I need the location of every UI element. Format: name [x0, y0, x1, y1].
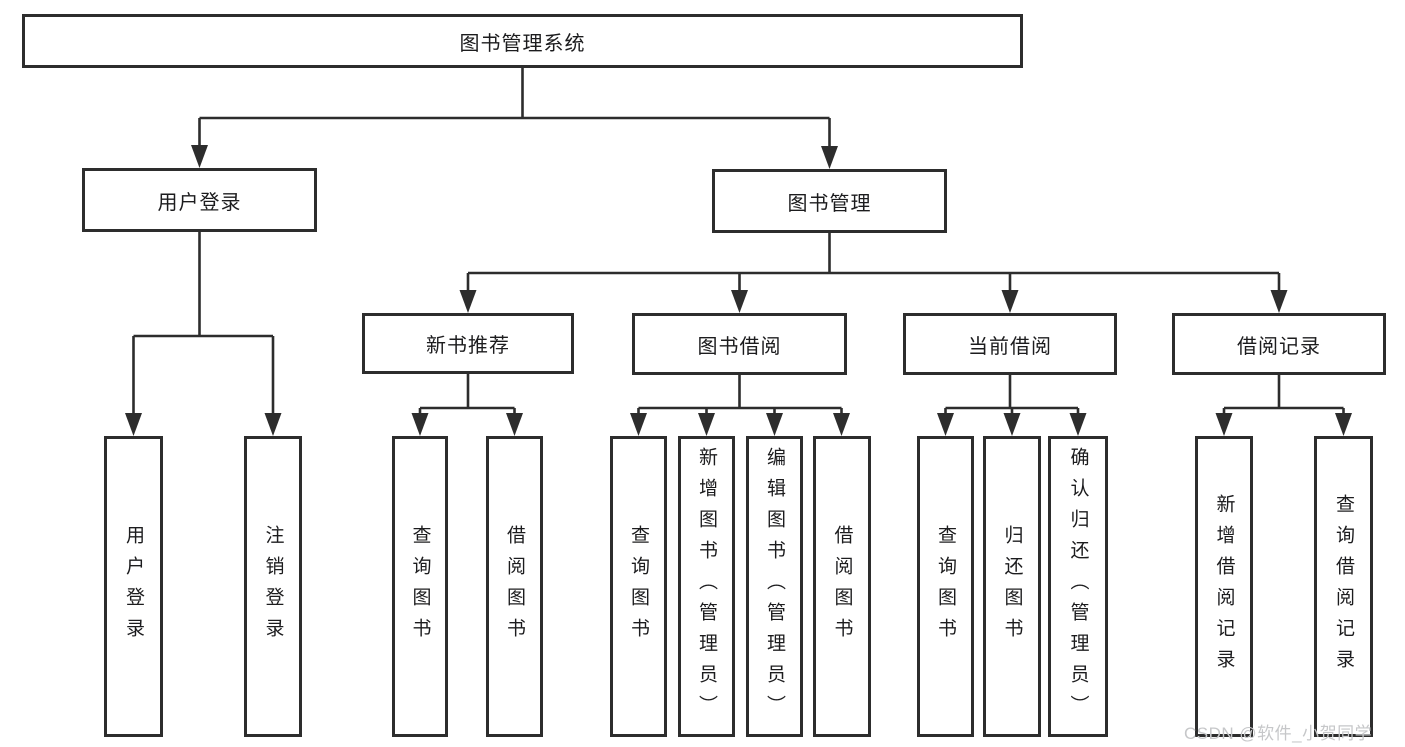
node-borrow-records-label: 借阅记录 — [1237, 335, 1321, 358]
node-current-borrowing-label: 当前借阅 — [968, 335, 1052, 358]
node-query-books-borrowing: 查询图书 — [610, 436, 667, 737]
node-borrow-books-borrowing-label: 借阅图书 — [831, 524, 853, 649]
node-borrow-books-borrowing: 借阅图书 — [813, 436, 871, 737]
node-library-system-label: 图书管理系统 — [459, 32, 586, 55]
node-query-books-recommend-label: 查询图书 — [409, 524, 431, 649]
node-book-management: 图书管理 — [712, 169, 947, 233]
node-confirm-return-admin: 确认归还（管理员） — [1048, 436, 1108, 737]
node-query-borrow-record-label: 查询借阅记录 — [1333, 493, 1354, 680]
node-query-books-borrowing-label: 查询图书 — [628, 524, 649, 649]
node-return-book-label: 归还图书 — [1001, 524, 1023, 649]
node-add-book-admin-label: 新增图书（管理员） — [696, 447, 717, 726]
node-current-borrowing: 当前借阅 — [903, 313, 1117, 375]
node-logout-action: 注销登录 — [244, 436, 302, 737]
node-add-book-admin: 新增图书（管理员） — [678, 436, 735, 737]
node-user-login-action: 用户登录 — [104, 436, 163, 737]
node-edit-book-admin: 编辑图书（管理员） — [746, 436, 803, 737]
node-book-borrowing: 图书借阅 — [632, 313, 847, 375]
node-user-login-action-label: 用户登录 — [123, 524, 144, 649]
node-add-borrow-record-label: 新增借阅记录 — [1213, 493, 1235, 680]
node-add-borrow-record: 新增借阅记录 — [1195, 436, 1253, 737]
node-query-books-current: 查询图书 — [917, 436, 974, 737]
node-query-borrow-record: 查询借阅记录 — [1314, 436, 1373, 737]
node-user-login: 用户登录 — [82, 168, 317, 232]
watermark-text: CSDN @软件_小贺同学 — [1184, 724, 1373, 743]
node-confirm-return-admin-label: 确认归还（管理员） — [1067, 447, 1089, 726]
node-query-books-recommend: 查询图书 — [392, 436, 448, 737]
node-book-management-label: 图书管理 — [787, 192, 872, 215]
node-borrow-records: 借阅记录 — [1172, 313, 1386, 375]
node-book-borrowing-label: 图书借阅 — [697, 335, 782, 358]
node-new-book-recommend-label: 新书推荐 — [426, 335, 510, 357]
node-library-system: 图书管理系统 — [22, 14, 1023, 68]
node-query-books-current-label: 查询图书 — [935, 524, 956, 649]
node-return-book: 归还图书 — [983, 436, 1041, 737]
node-borrow-books-recommend: 借阅图书 — [486, 436, 543, 737]
node-user-login-label: 用户登录 — [157, 191, 242, 214]
node-new-book-recommend: 新书推荐 — [362, 313, 574, 374]
node-edit-book-admin-label: 编辑图书（管理员） — [764, 447, 785, 726]
node-borrow-books-recommend-label: 借阅图书 — [504, 524, 525, 649]
node-logout-action-label: 注销登录 — [262, 524, 284, 649]
